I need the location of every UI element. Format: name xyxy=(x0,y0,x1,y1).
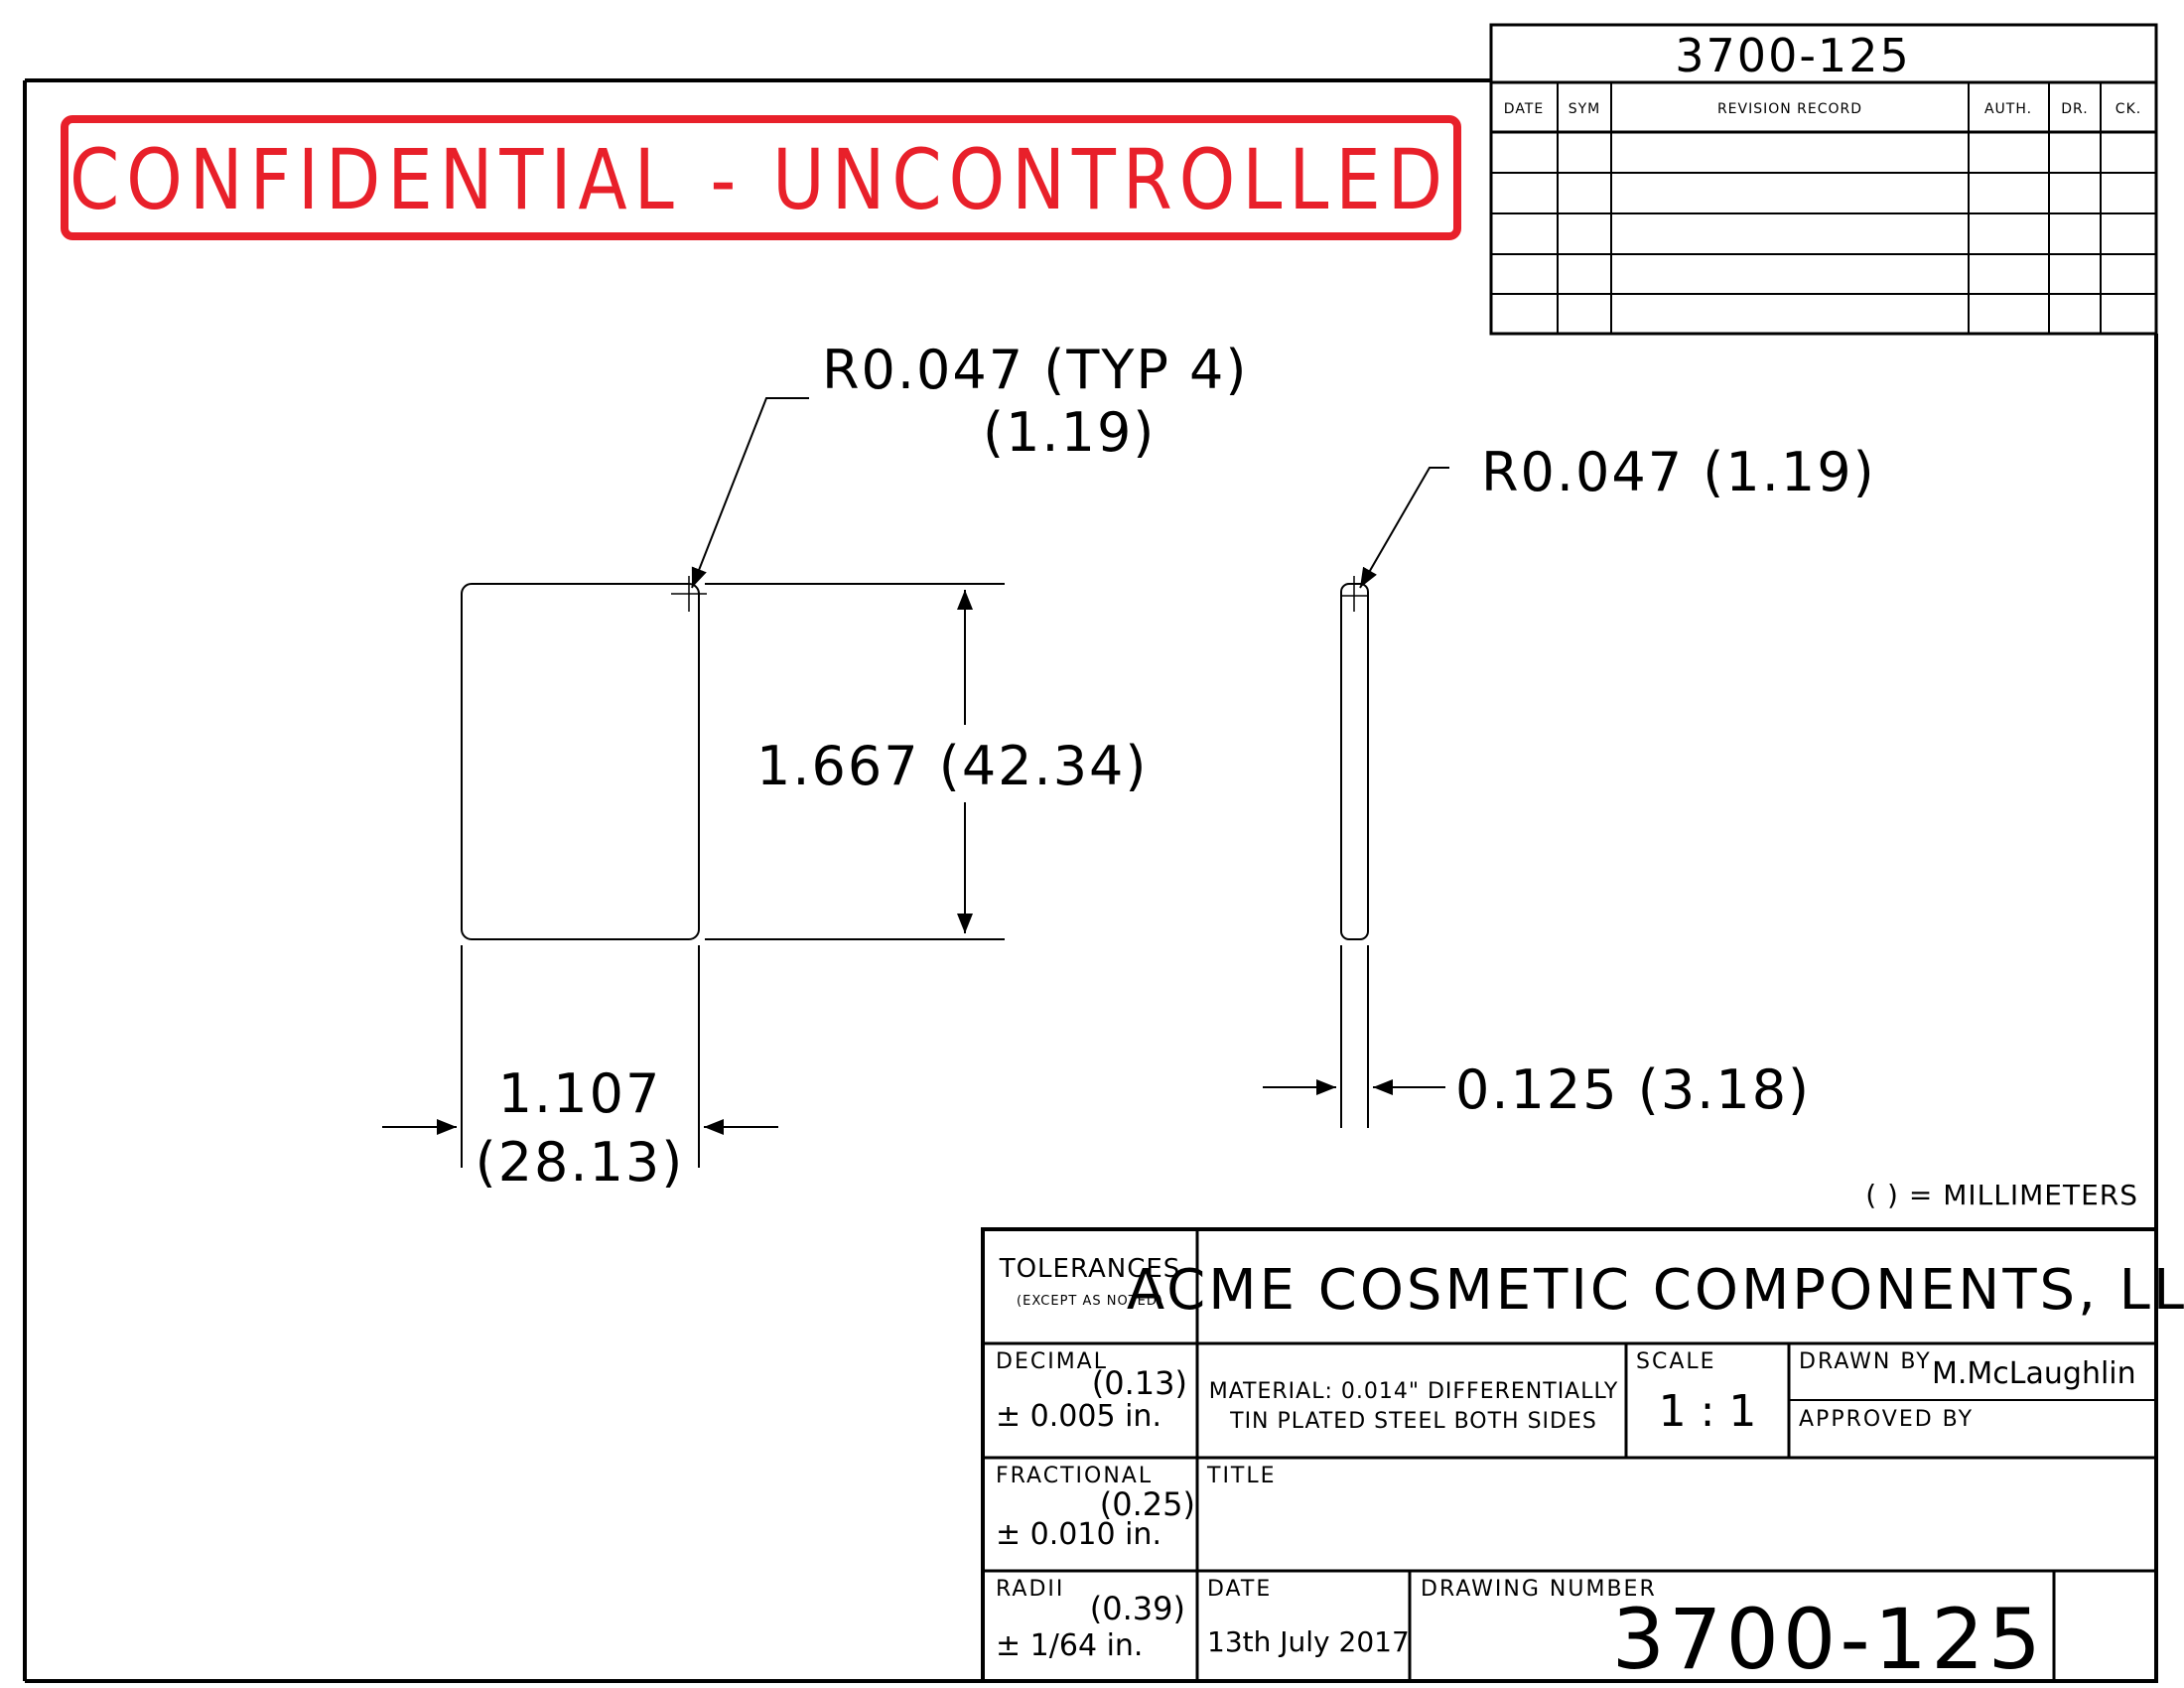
title-label: TITLE xyxy=(1206,1464,1277,1488)
fractional-value: ± 0.010 in. xyxy=(996,1517,1161,1552)
company-name: ACME COSMETIC COMPONENTS, LLC xyxy=(1127,1258,2184,1323)
front-radius-mm: (1.19) xyxy=(983,401,1156,464)
side-radius-leader xyxy=(1359,467,1449,589)
approved-by-label: APPROVED BY xyxy=(1799,1407,1974,1432)
side-view: R0.047 (1.19) 0.125 (3.18) xyxy=(1263,441,1876,1128)
material-line1: MATERIAL: 0.014" DIFFERENTIALLY xyxy=(1209,1379,1619,1404)
rev-header-dr: DR. xyxy=(2061,101,2088,117)
rev-header-auth: AUTH. xyxy=(1984,101,2032,117)
front-radius-label: R0.047 (TYP 4) xyxy=(822,339,1248,401)
width-dimension-mm: (28.13) xyxy=(476,1131,685,1194)
material-line2: TIN PLATED STEEL BOTH SIDES xyxy=(1229,1409,1597,1434)
tolerances-label: TOLERANCES xyxy=(999,1254,1181,1284)
date-label: DATE xyxy=(1207,1577,1272,1602)
drawn-by-value: M.McLaughlin xyxy=(1932,1356,2136,1391)
height-dimension: 1.667 (42.34) xyxy=(756,735,1148,797)
radii-label: RADII xyxy=(996,1577,1064,1602)
rev-header-sym: SYM xyxy=(1569,101,1601,117)
decimal-label: DECIMAL xyxy=(996,1349,1108,1374)
decimal-mm: (0.13) xyxy=(1092,1364,1187,1402)
front-view-outline xyxy=(461,583,700,940)
scale-label: SCALE xyxy=(1636,1349,1716,1374)
radii-mm: (0.39) xyxy=(1090,1590,1185,1627)
thickness-dimension: 0.125 (3.18) xyxy=(1455,1058,1811,1121)
rev-header-record: REVISION RECORD xyxy=(1717,101,1862,117)
front-radius-leader xyxy=(691,397,809,589)
front-view: R0.047 (TYP 4) (1.19) 1.667 (42.34) 1.10… xyxy=(382,339,1248,1194)
revision-block: 3700-125 DATE SYM REVISION RECORD AUTH. … xyxy=(1489,23,2158,336)
side-view-outline xyxy=(1340,583,1369,940)
title-block: TOLERANCES (EXCEPT AS NOTED) ACME COSMET… xyxy=(981,1227,2184,1688)
drawing-border xyxy=(23,78,2158,1683)
scale-value: 1 : 1 xyxy=(1659,1386,1757,1437)
revision-drawing-number: 3700-125 xyxy=(1675,29,1910,82)
radii-value: ± 1/64 in. xyxy=(996,1628,1143,1663)
drawn-by-label: DRAWN BY xyxy=(1799,1349,1932,1374)
fractional-label: FRACTIONAL xyxy=(996,1464,1153,1488)
drawing-number-value: 3700-125 xyxy=(1612,1591,2045,1688)
date-value: 13th July 2017 xyxy=(1207,1625,1410,1658)
tolerances-note: (EXCEPT AS NOTED) xyxy=(1017,1294,1163,1309)
rev-header-date: DATE xyxy=(1504,101,1544,117)
width-dimension: 1.107 xyxy=(498,1062,662,1125)
side-radius-label: R0.047 (1.19) xyxy=(1481,441,1876,503)
confidential-banner: CONFIDENTIAL - UNCONTROLLED xyxy=(61,115,1461,240)
fractional-mm: (0.25) xyxy=(1100,1485,1195,1523)
banner-text: CONFIDENTIAL - UNCONTROLLED xyxy=(69,131,1449,228)
drawing-number-label: DRAWING NUMBER xyxy=(1421,1577,1657,1602)
units-note: ( ) = MILLIMETERS xyxy=(1865,1179,2138,1211)
rev-header-ck: CK. xyxy=(2116,101,2141,117)
decimal-value: ± 0.005 in. xyxy=(996,1399,1161,1434)
